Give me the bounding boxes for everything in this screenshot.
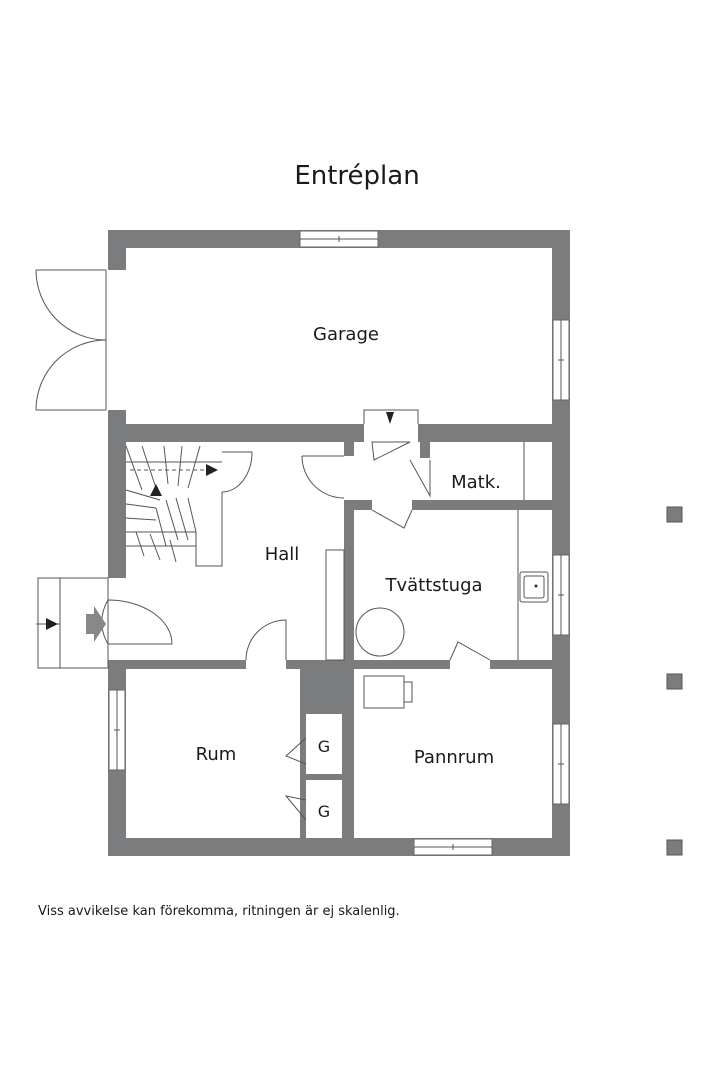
garage-doors [35,269,107,411]
margin-markers [666,506,683,856]
room-label-matk: Matk. [451,472,501,493]
disclaimer-text: Viss avvikelse kan förekomma, ritningen … [38,904,400,919]
room-label-garage: Garage [313,324,379,345]
closets [284,714,342,838]
room-label-tvattstuga: Tvättstuga [384,575,482,596]
closet-label-lower: G [318,802,330,821]
window-garage-top [299,230,379,248]
boiler [363,675,405,709]
window-pannrum-right [552,723,570,805]
window-tvattstuga [552,554,570,636]
room-label-hall: Hall [265,544,300,565]
plan-title: Entréplan [294,161,419,191]
window-rum [108,689,126,771]
appliance-round [355,607,405,657]
closet-label-upper: G [318,737,330,756]
staircase [125,445,253,567]
sink-icon [519,571,549,603]
window-garage-right [552,319,570,401]
hall-counter [325,549,345,661]
doors [245,409,491,661]
fixtures [355,442,549,709]
windows [108,230,570,856]
room-label-pannrum: Pannrum [414,747,494,768]
window-pannrum-bottom [413,838,493,856]
entrance [36,577,173,669]
room-label-rum: Rum [196,744,237,765]
